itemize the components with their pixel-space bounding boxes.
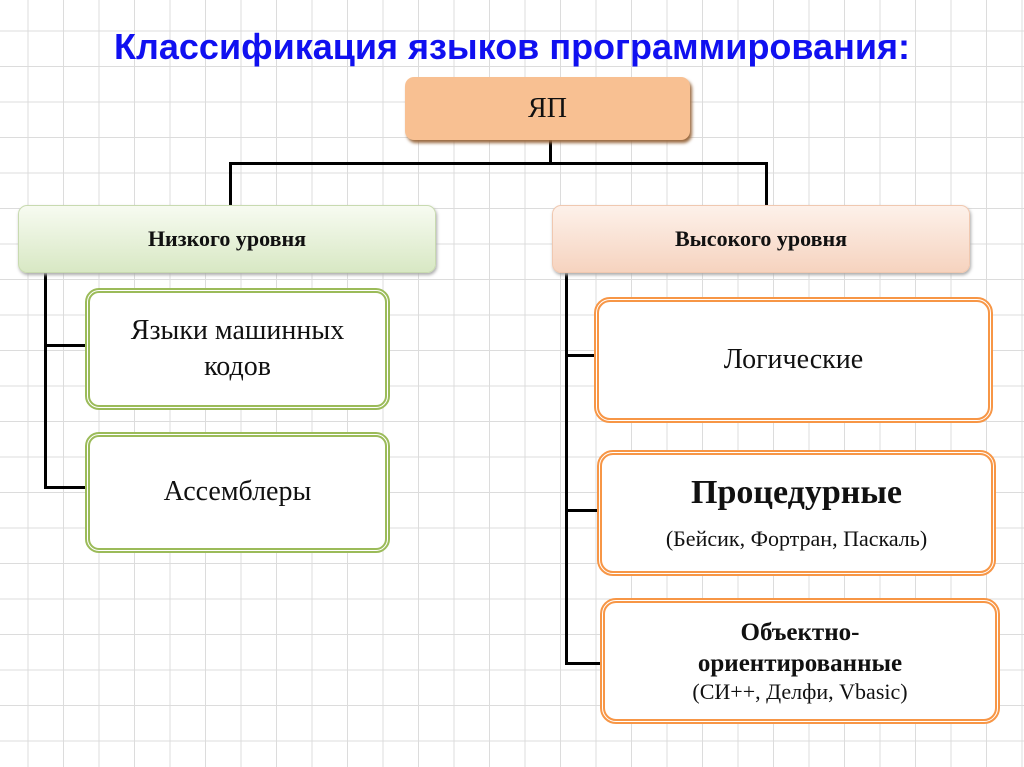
procedural-node: Процедурные (Бейсик, Фортран, Паскаль) (597, 450, 996, 576)
connector (44, 273, 47, 489)
node-label: Языки машинных кодов (130, 314, 345, 382)
connector (229, 162, 768, 165)
node-label: Ассемблеры (163, 476, 312, 508)
connector (44, 344, 88, 347)
low-level-label: Низкого уровня (147, 226, 307, 251)
slide-title: Классификация языков программирования: (114, 26, 910, 67)
assembler-node: Ассемблеры (85, 432, 390, 553)
node-label: Объектно-ориентированные (697, 618, 903, 677)
oop-node: Объектно-ориентированные (СИ++, Делфи, V… (600, 598, 1000, 724)
connector (565, 662, 601, 665)
connector (565, 354, 598, 357)
logical-node: Логические (594, 297, 993, 423)
low-level-node: Низкого уровня (18, 205, 436, 273)
node-label: Процедурные (691, 474, 902, 511)
root-node: ЯП (405, 77, 690, 140)
root-label: ЯП (528, 92, 567, 124)
high-level-node: Высокого уровня (552, 205, 970, 273)
connector (229, 162, 232, 206)
connector (565, 273, 568, 665)
node-label: Логические (723, 344, 864, 375)
high-level-label: Высокого уровня (674, 226, 848, 251)
connector (549, 140, 552, 164)
connector (565, 509, 598, 512)
connector (44, 486, 88, 489)
node-examples: (Бейсик, Фортран, Паскаль) (665, 526, 928, 551)
machine-code-node: Языки машинных кодов (85, 288, 390, 410)
node-examples: (СИ++, Делфи, Vbasic) (692, 679, 908, 705)
connector (765, 162, 768, 206)
